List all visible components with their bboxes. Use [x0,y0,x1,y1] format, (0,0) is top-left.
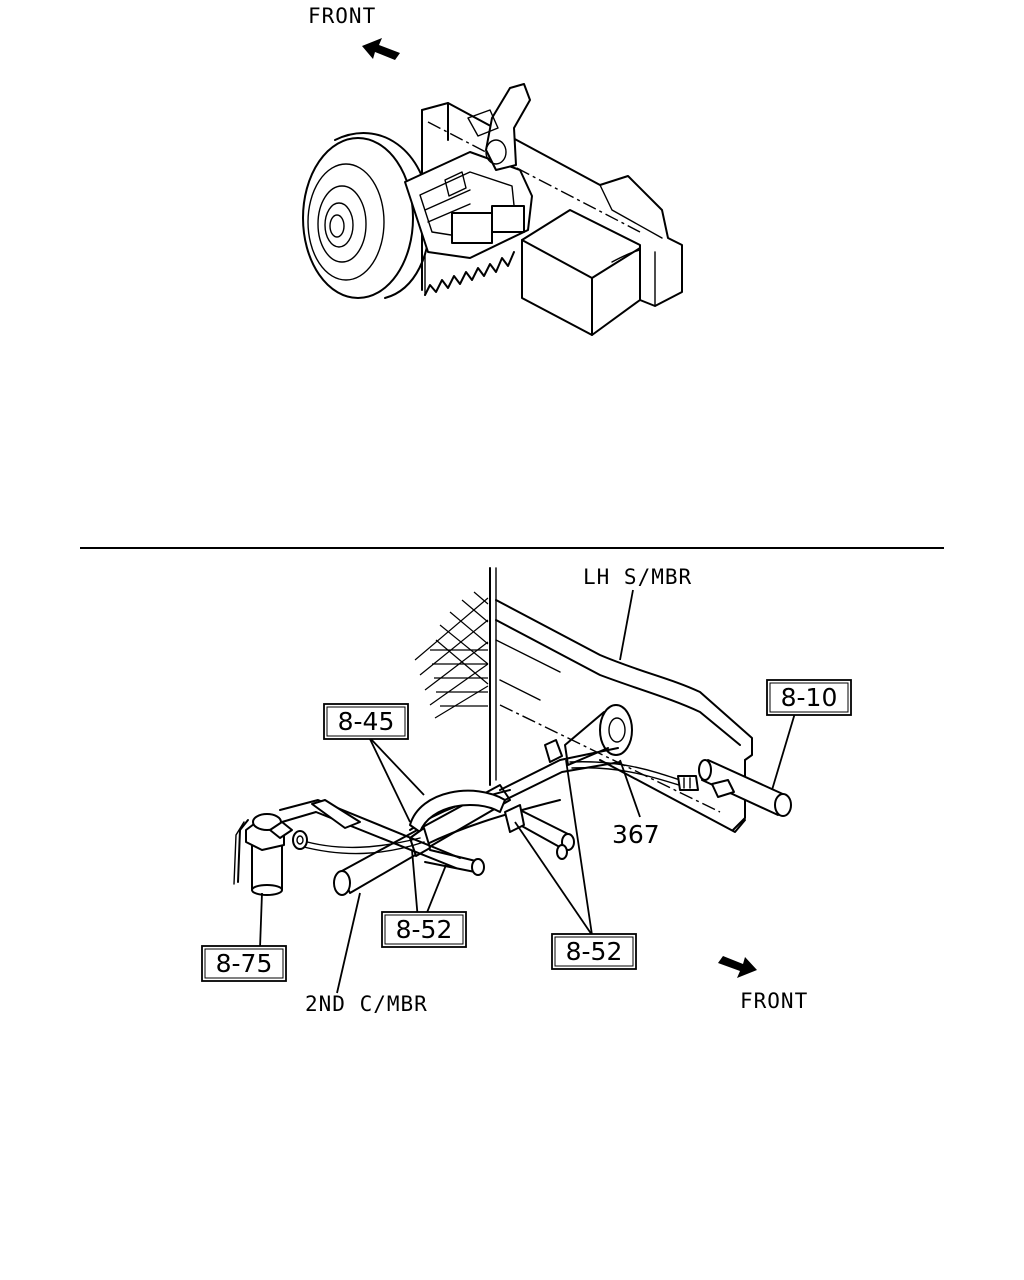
callout-8-52-left-label: 8-52 [396,915,453,944]
top-front-label: FRONT [308,4,376,28]
callout-8-45: 8-45 [323,703,409,740]
hatch-pattern [414,591,489,719]
callout-8-75-label: 8-75 [216,949,273,978]
callout-8-75: 8-75 [201,945,287,982]
bottom-front-label: FRONT [740,989,808,1013]
fuel-filter-drawing [233,813,308,896]
callout-8-52-left: 8-52 [381,911,467,948]
callout-8-10-label: 8-10 [781,683,838,712]
cut-edge-drawing [424,251,515,296]
lh-side-member-label: LH S/MBR [583,565,692,589]
callout-8-52-right: 8-52 [551,933,637,970]
grommet-drawing [564,704,633,766]
right-pipe-drawing [698,759,792,817]
second-cross-member-label: 2ND C/MBR [305,992,428,1016]
callout-8-45-label: 8-45 [338,707,395,736]
top-front-arrow-icon [362,38,400,60]
leader-lines [259,589,796,994]
bottom-view: 8-45 8-10 8-52 8-52 8-75 LH S/MBR 367 2N… [201,565,852,1016]
battery-box-drawing [521,209,641,336]
top-view: FRONT [302,4,683,336]
fuel-line-drawing [279,747,699,869]
callout-8-10: 8-10 [766,679,852,716]
callout-8-52-right-label: 8-52 [566,937,623,966]
wheel-drawing [302,132,432,299]
harness-bundle-drawing [409,739,575,876]
bottom-front-arrow-icon [718,956,757,978]
mounting-bracket-drawing [404,83,533,259]
lh-side-member-drawing [495,599,753,833]
part-number-367: 367 [612,820,660,849]
frame-rail-drawing [421,102,683,307]
